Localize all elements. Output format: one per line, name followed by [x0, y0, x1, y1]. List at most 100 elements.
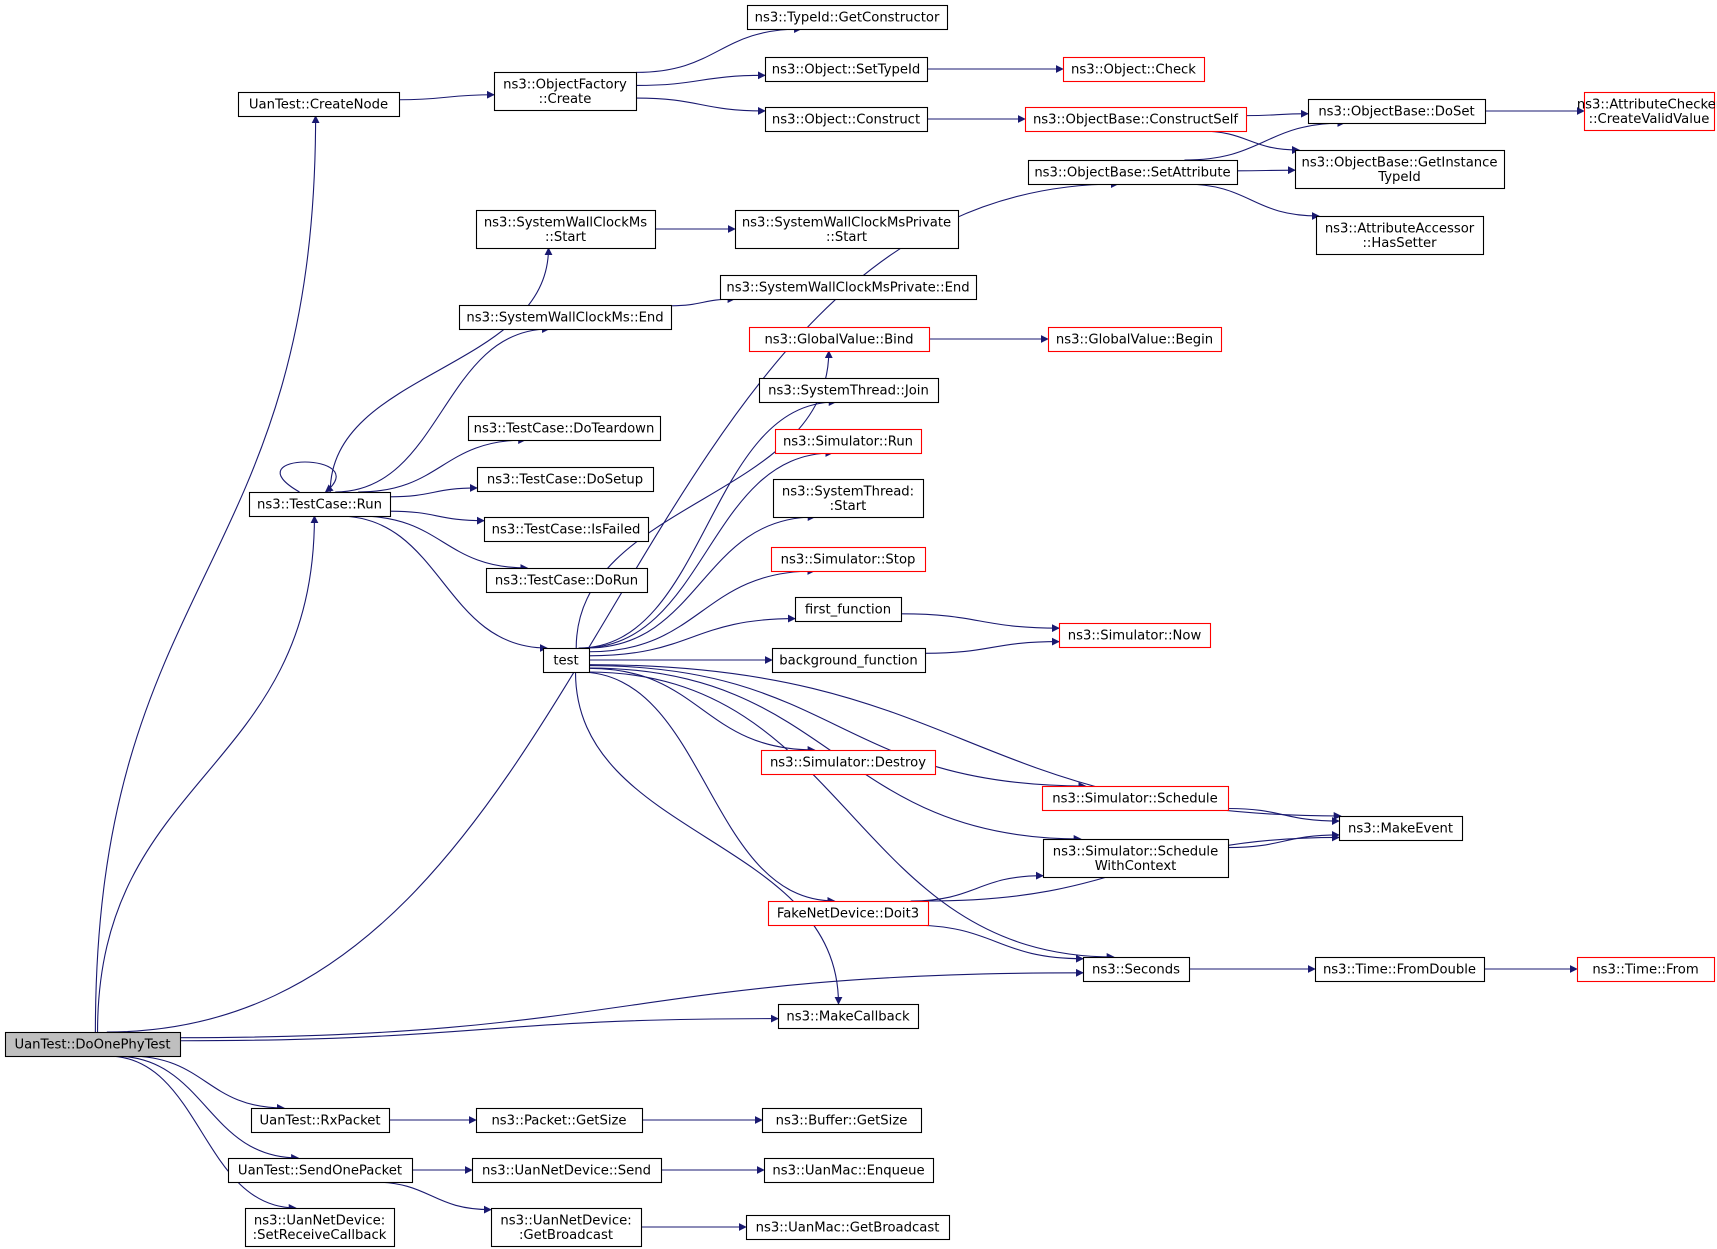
node-box [770, 546, 927, 573]
node-uanmac-getbcast[interactable]: ns3::UanMac::GetBroadcast [745, 1214, 951, 1241]
node-box [1041, 785, 1230, 812]
node-swc-end[interactable]: ns3::SystemWallClockMs::End [458, 304, 673, 331]
node-makeevent[interactable]: ns3::MakeEvent [1338, 815, 1464, 842]
node-box [1583, 91, 1716, 132]
node-box [458, 304, 673, 331]
node-ob-setattr[interactable]: ns3::ObjectBase::SetAttribute [1027, 159, 1239, 186]
node-label: ns3::SystemThread: [782, 484, 914, 499]
node-sim-schedule[interactable]: ns3::Simulator::Schedule [1041, 785, 1230, 812]
edge-fnd-doit3-to-sim-schedwc [910, 871, 1044, 902]
node-sendonepacket[interactable]: UanTest::SendOnePacket [227, 1157, 414, 1184]
node-box [774, 428, 923, 455]
node-tc-setup[interactable]: ns3::TestCase::DoSetup [476, 466, 655, 493]
node-obj-construct[interactable]: ns3::Object::Construct [764, 106, 929, 133]
node-createnode[interactable]: UanTest::CreateNode [237, 91, 401, 118]
node-ob-doset[interactable]: ns3::ObjectBase::DoSet [1307, 98, 1487, 125]
node-label: ::Start [545, 230, 586, 245]
node-buf-getsize[interactable]: ns3::Buffer::GetSize [761, 1107, 923, 1134]
node-box [483, 516, 650, 543]
node-obj-settypeid[interactable]: ns3::Object::SetTypeId [764, 56, 929, 83]
node-st-join[interactable]: ns3::SystemThread::Join [758, 377, 940, 404]
node-label: ns3::Packet::GetSize [491, 1114, 626, 1129]
node-box [760, 749, 937, 776]
node-time-from[interactable]: ns3::Time::From [1576, 956, 1716, 983]
edge-test-to-gv-bind [575, 350, 833, 649]
node-box [1058, 622, 1212, 649]
node-label: ns3::SystemWallClockMsPrivate::End [726, 281, 969, 296]
node-sim-run[interactable]: ns3::Simulator::Run [774, 428, 923, 455]
node-sim-destroy[interactable]: ns3::Simulator::Destroy [760, 749, 937, 776]
edge-tc-run-to-swc-start [329, 247, 553, 493]
edge-test-to-st-start [586, 513, 816, 649]
node-rxpacket[interactable]: UanTest::RxPacket [250, 1107, 391, 1134]
edges-layer [94, 25, 1585, 1231]
edge-test-to-sim-destroy [588, 667, 816, 754]
node-box [748, 326, 931, 353]
node-box [719, 274, 978, 301]
node-time-fromdouble[interactable]: ns3::Time::FromDouble [1314, 956, 1486, 983]
node-label: ns3::TestCase::Run [257, 498, 382, 513]
node-label: ns3::Simulator::Now [1068, 629, 1202, 644]
node-label: ns3::Simulator::Run [783, 435, 913, 450]
node-seconds[interactable]: ns3::Seconds [1082, 956, 1191, 983]
node-box [777, 1003, 920, 1030]
node-root[interactable]: UanTest::DoOnePhyTest [4, 1031, 182, 1058]
node-gv-bind[interactable]: ns3::GlobalValue::Bind [748, 326, 931, 353]
node-box [1307, 98, 1487, 125]
node-obj-check[interactable]: ns3::Object::Check [1062, 56, 1206, 83]
node-box [771, 647, 927, 674]
node-label: ns3::TestCase::IsFailed [492, 523, 641, 538]
node-label: ::CreateValidValue [1589, 112, 1710, 127]
node-und-setrecv[interactable]: ns3::UanNetDevice::SetReceiveCallback [244, 1207, 396, 1248]
edge-root-to-tc-run [96, 515, 319, 1033]
node-sim-now[interactable]: ns3::Simulator::Now [1058, 622, 1212, 649]
node-label: UanTest::CreateNode [249, 98, 388, 113]
node-box [493, 71, 638, 112]
node-pkt-getsize[interactable]: ns3::Packet::GetSize [475, 1107, 644, 1134]
node-box [471, 1157, 663, 1184]
node-label: ns3::MakeEvent [1348, 822, 1453, 837]
node-label: ns3::Simulator::Schedule [1052, 792, 1217, 807]
node-typeid-getctor[interactable]: ns3::TypeId::GetConstructor [746, 4, 949, 31]
node-sim-stop[interactable]: ns3::Simulator::Stop [770, 546, 927, 573]
node-makecallback[interactable]: ns3::MakeCallback [777, 1003, 920, 1030]
node-fnd-doit3[interactable]: FakeNetDevice::Doit3 [767, 900, 930, 927]
node-tc-isfailed[interactable]: ns3::TestCase::IsFailed [483, 516, 650, 543]
node-label: ns3::ObjectBase::GetInstance [1301, 155, 1497, 170]
node-label: ns3::UanMac::GetBroadcast [756, 1221, 940, 1236]
node-und-send[interactable]: ns3::UanNetDevice::Send [471, 1157, 663, 1184]
node-ob-constructself[interactable]: ns3::ObjectBase::ConstructSelf [1024, 106, 1248, 133]
node-box [1047, 326, 1223, 353]
node-und-getbcast[interactable]: ns3::UanNetDevice::GetBroadcast [490, 1207, 643, 1248]
node-label: ns3::SystemThread::Join [768, 384, 929, 399]
edge-of-create-to-obj-settypeid [635, 71, 766, 86]
node-tc-run[interactable]: ns3::TestCase::Run [248, 491, 392, 518]
node-box [1062, 56, 1206, 83]
node-label: UanTest::RxPacket [259, 1114, 380, 1129]
node-swc-start[interactable]: ns3::SystemWallClockMs::Start [475, 209, 657, 250]
node-swcp-end[interactable]: ns3::SystemWallClockMsPrivate::End [719, 274, 978, 301]
node-attracc[interactable]: ns3::AttributeAccessor::HasSetter [1315, 215, 1485, 256]
node-swcp-start[interactable]: ns3::SystemWallClockMsPrivate::Start [734, 209, 960, 250]
node-first-function[interactable]: first_function [794, 596, 903, 623]
node-tc-teardown[interactable]: ns3::TestCase::DoTeardown [467, 415, 662, 442]
node-st-start[interactable]: ns3::SystemThread::Start [772, 478, 925, 519]
node-attrchk[interactable]: ns3::AttributeChecker::CreateValidValue [1577, 91, 1717, 132]
node-uanmac-enqueue[interactable]: ns3::UanMac::Enqueue [763, 1157, 935, 1184]
node-tc-dorun[interactable]: ns3::TestCase::DoRun [485, 567, 649, 594]
node-test[interactable]: test [542, 647, 591, 674]
node-background-function[interactable]: background_function [771, 647, 927, 674]
node-label: ::Create [539, 92, 592, 107]
node-box [1027, 159, 1239, 186]
node-of-create[interactable]: ns3::ObjectFactory::Create [493, 71, 638, 112]
node-label: ns3::Simulator::Destroy [770, 756, 926, 771]
edge-root-to-seconds [179, 968, 1084, 1039]
node-label: ns3::GlobalValue::Begin [1056, 333, 1213, 348]
node-label: ns3::Object::SetTypeId [772, 63, 921, 78]
node-gv-begin[interactable]: ns3::GlobalValue::Begin [1047, 326, 1223, 353]
node-label: ns3::Object::Construct [772, 113, 920, 128]
node-label: ::Start [826, 230, 867, 245]
node-label: ns3::SystemWallClockMs::End [466, 311, 663, 326]
